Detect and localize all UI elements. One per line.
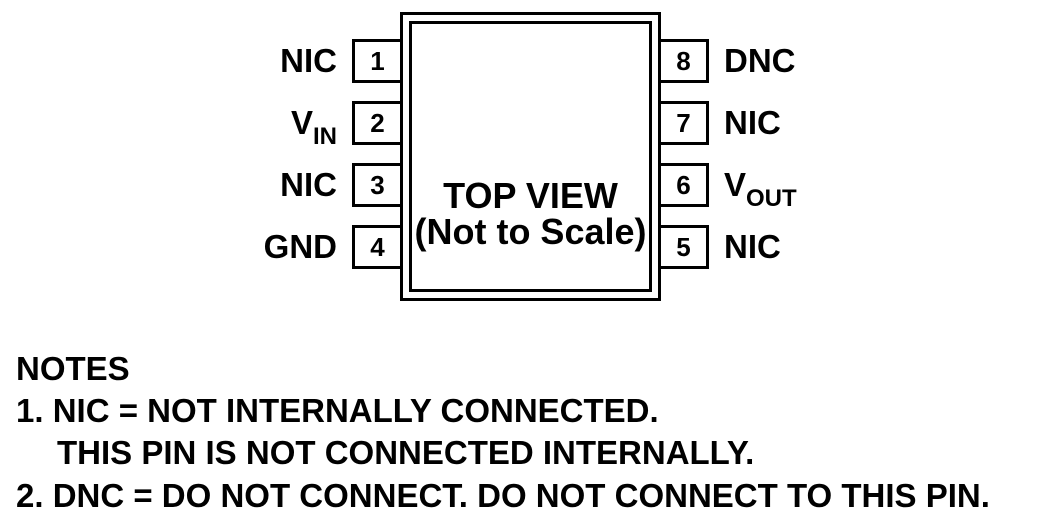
- pin-5-label: NIC: [724, 228, 781, 265]
- not-to-scale-label: (Not to Scale): [414, 211, 647, 252]
- pin-number: 8: [676, 45, 691, 76]
- pin-8: 8: [661, 39, 709, 83]
- top-view-label: TOP VIEW: [443, 175, 618, 216]
- pin-8-label: DNC: [724, 42, 796, 79]
- package-inner-outline: [409, 21, 652, 292]
- pin-number: 3: [370, 169, 385, 200]
- pin-number: 1: [370, 45, 385, 76]
- note-1-line-1: 1. NIC = NOT INTERNALLY CONNECTED.: [16, 392, 659, 429]
- pin-4: 4: [352, 225, 400, 269]
- pin-6-label-main: V: [724, 166, 747, 203]
- pin-number: 5: [676, 231, 691, 262]
- pin-number: 2: [370, 107, 385, 138]
- package-outer-outline: [400, 12, 661, 301]
- pin-3: 3: [352, 163, 400, 207]
- pin-6: 6: [661, 163, 709, 207]
- pin-1-label: NIC: [280, 42, 337, 79]
- pin-number: 7: [676, 107, 691, 138]
- ic-package-body: TOP VIEW (Not to Scale): [400, 12, 661, 301]
- pin-6-label-subscript: OUT: [746, 185, 797, 212]
- pin-6-label: VOUT: [724, 166, 797, 211]
- pin-2-label-main: V: [290, 104, 313, 141]
- pin-7-label: NIC: [724, 104, 781, 141]
- pin-number: 6: [676, 169, 691, 200]
- pin-4-label: GND: [263, 228, 337, 265]
- note-1-line-2: THIS PIN IS NOT CONNECTED INTERNALLY.: [57, 434, 755, 471]
- pin-number: 4: [370, 231, 385, 262]
- pin-5: 5: [661, 225, 709, 269]
- pin-1: 1: [352, 39, 400, 83]
- pin-7: 7: [661, 101, 709, 145]
- notes-heading: NOTES: [16, 350, 130, 387]
- pin-3-label: NIC: [280, 166, 337, 203]
- note-2: 2. DNC = DO NOT CONNECT. DO NOT CONNECT …: [16, 477, 990, 514]
- pin-2-label: VIN: [290, 104, 337, 149]
- pin-2-label-subscript: IN: [313, 123, 337, 150]
- pin-2: 2: [352, 101, 400, 145]
